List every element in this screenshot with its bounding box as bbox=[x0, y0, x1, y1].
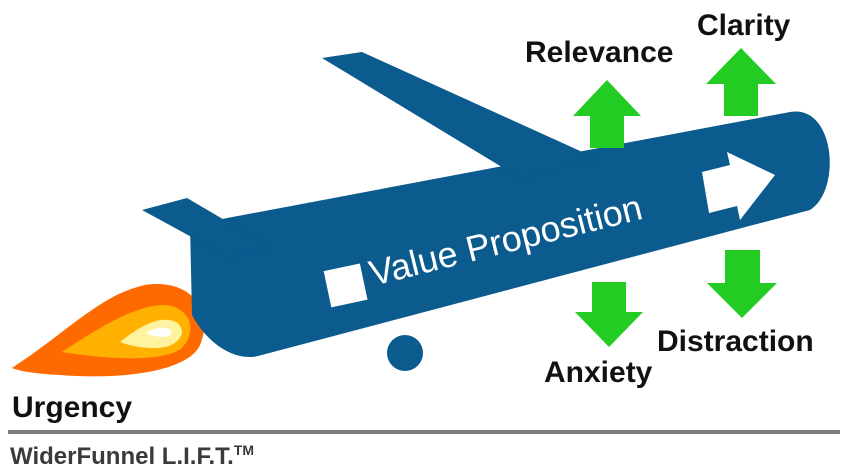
footer-caption: WiderFunnel L.I.F.T.TM bbox=[10, 443, 254, 469]
relevance-label: Relevance bbox=[525, 36, 674, 69]
distraction-down-arrow-icon bbox=[707, 250, 777, 318]
anxiety-down-arrow-icon bbox=[575, 282, 643, 347]
footer-title: WiderFunnel L.I.F.T. bbox=[10, 443, 234, 470]
footer-divider bbox=[8, 430, 840, 434]
anxiety-label: Anxiety bbox=[544, 356, 653, 389]
trademark-mark: TM bbox=[233, 442, 254, 458]
clarity-up-arrow-icon bbox=[706, 48, 776, 116]
relevance-up-arrow-icon bbox=[573, 80, 641, 148]
clarity-label: Clarity bbox=[697, 9, 791, 42]
value-proposition-arrow-icon bbox=[702, 152, 775, 220]
value-proposition-box-icon bbox=[323, 263, 368, 308]
urgency-flame-icon bbox=[12, 284, 205, 377]
urgency-label: Urgency bbox=[12, 391, 133, 424]
distraction-label: Distraction bbox=[657, 325, 814, 358]
